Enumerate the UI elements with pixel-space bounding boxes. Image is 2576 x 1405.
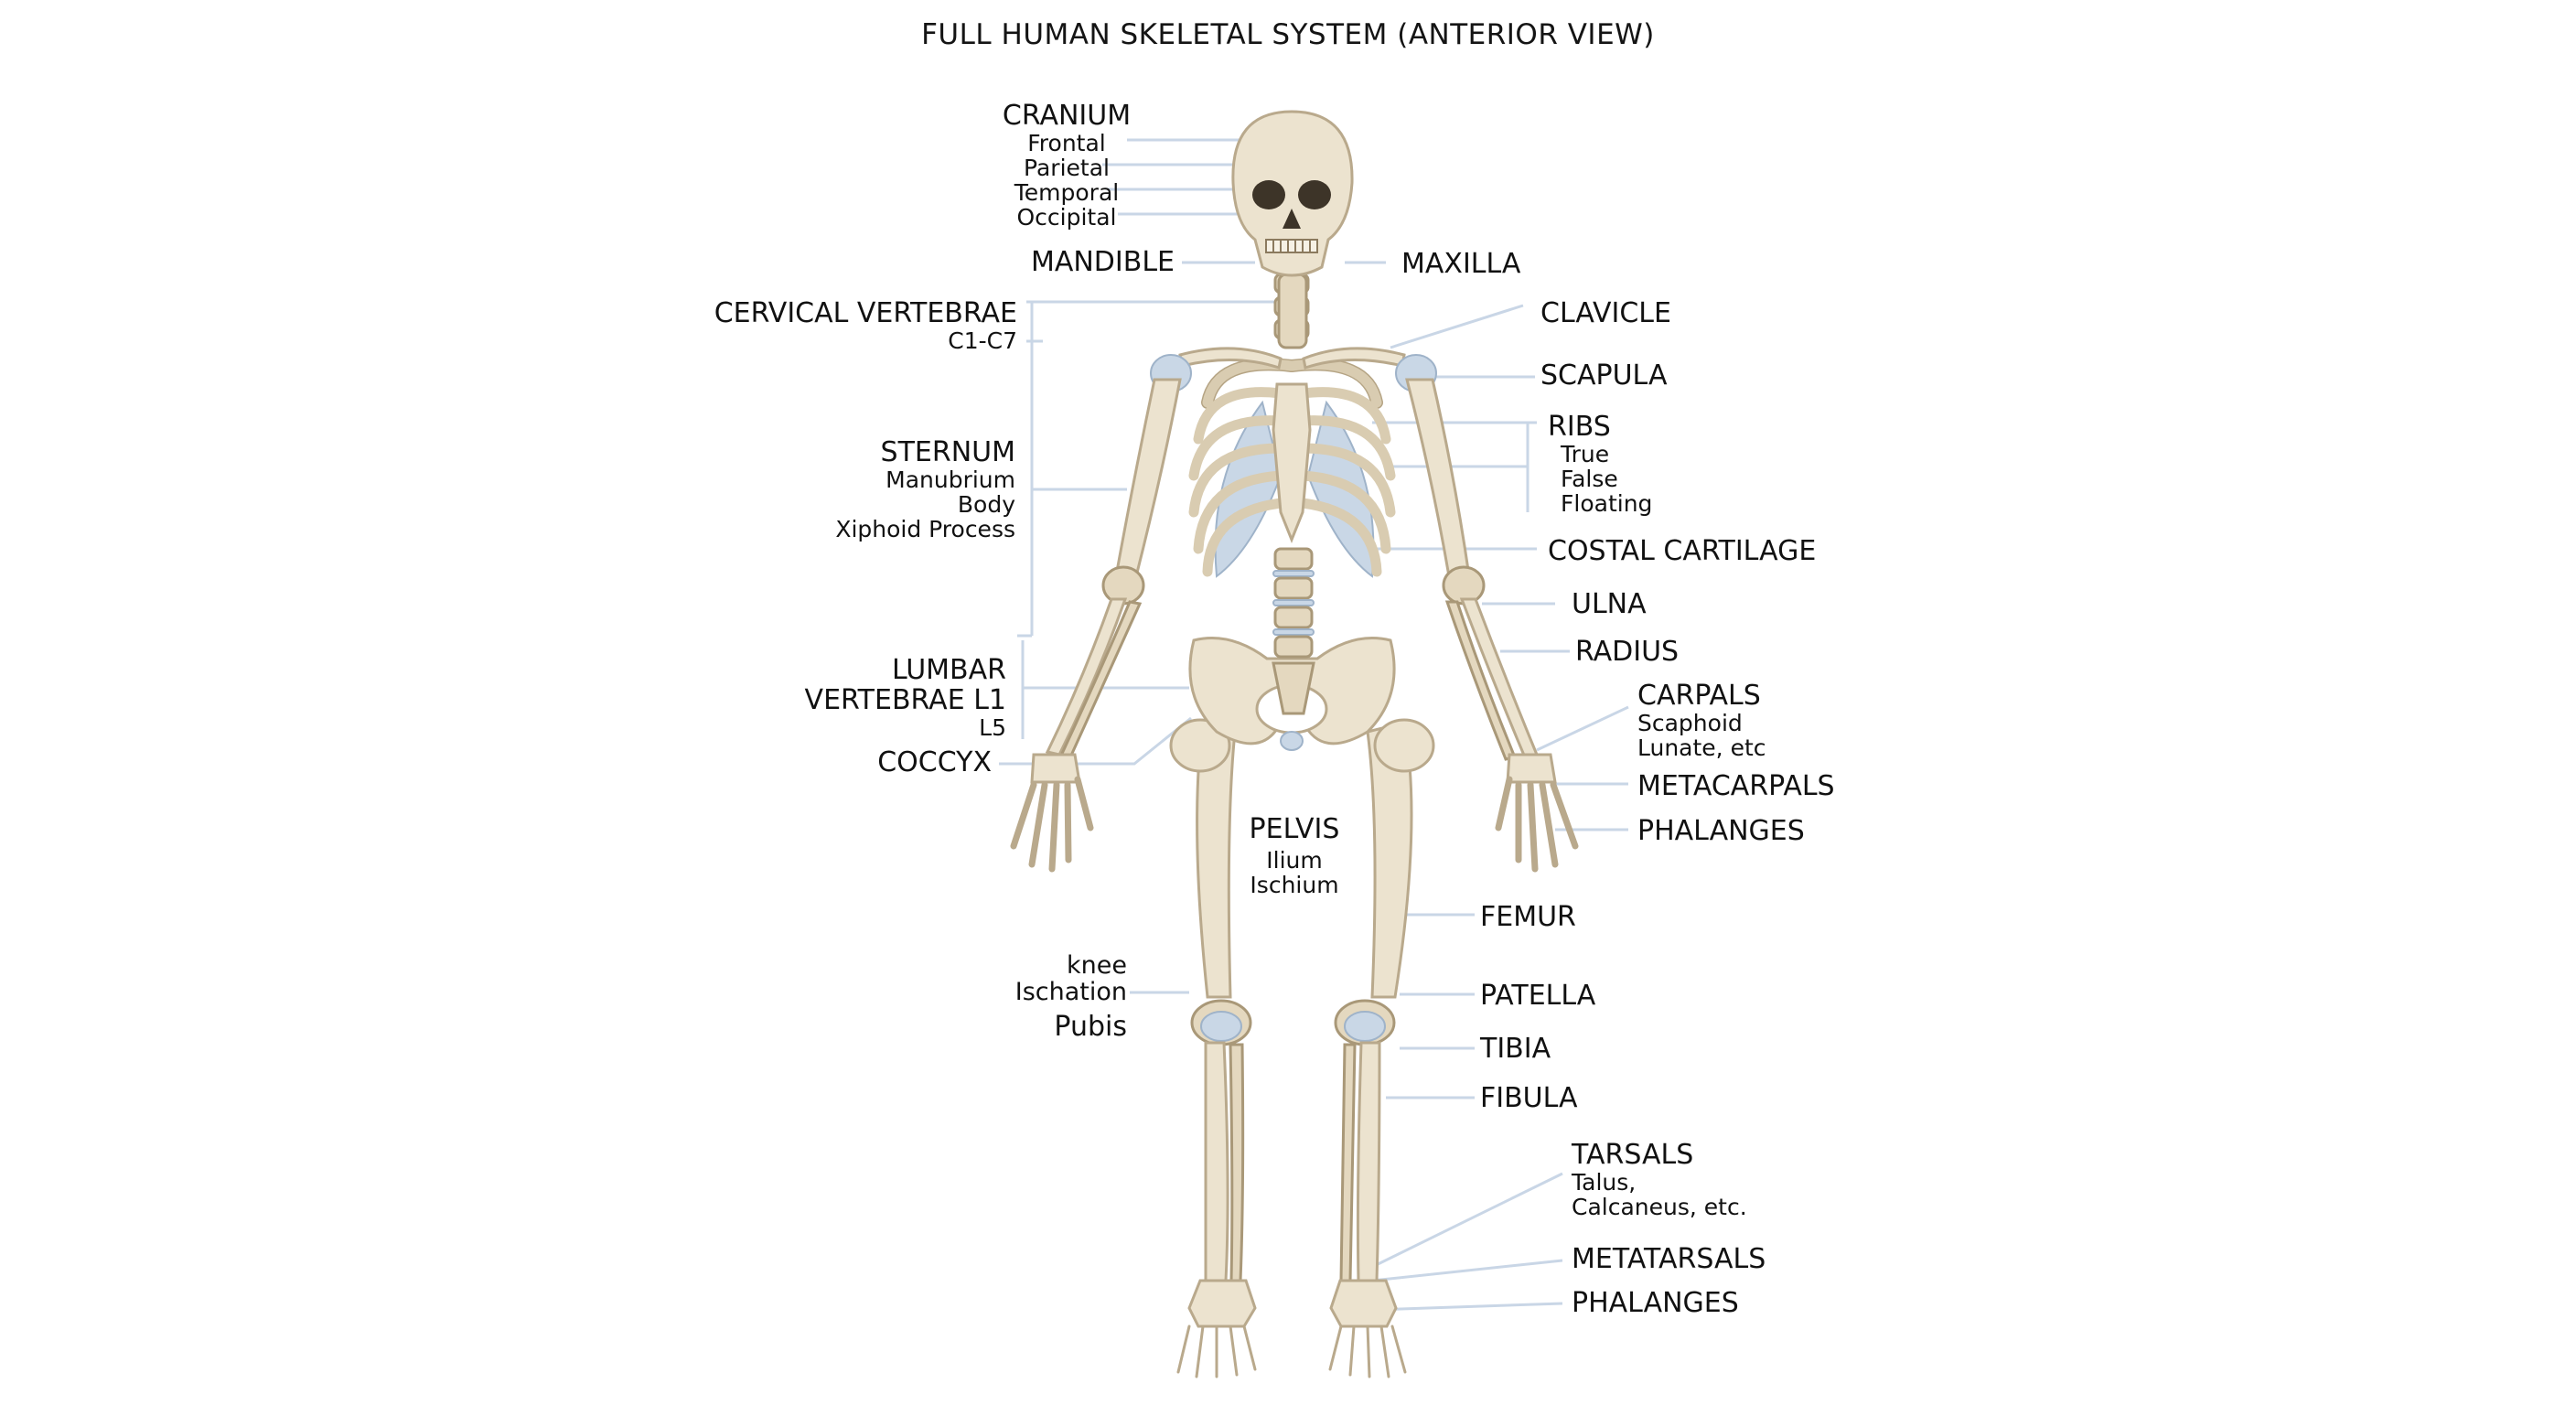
- mandible-title: MANDIBLE: [1030, 246, 1175, 278]
- ribcage: [1188, 358, 1396, 578]
- tarsals-title: TARSALS: [1572, 1139, 1694, 1171]
- metatarsals-title: METATARSALS: [1572, 1243, 1766, 1275]
- carpals-title: CARPALS: [1637, 680, 1761, 712]
- label-ulna: ULNA: [1572, 591, 1647, 618]
- skull: [1231, 110, 1354, 277]
- costal-title: COSTAL CARTILAGE: [1548, 535, 1817, 567]
- cervical-sub: C1-C7: [948, 327, 1017, 354]
- lumbar-line1: LUMBAR: [891, 654, 1006, 686]
- phalanges-hand-title: PHALANGES: [1637, 815, 1805, 847]
- label-tarsals: TARSALS Talus, Calcaneus, etc.: [1572, 1139, 1747, 1220]
- patella-title: PATELLA: [1480, 980, 1596, 1012]
- ribs-sub-false: False: [1561, 466, 1618, 492]
- clavicle-title: CLAVICLE: [1540, 297, 1671, 329]
- lumbar-line3: L5: [979, 714, 1006, 741]
- label-fibula: FIBULA: [1480, 1085, 1578, 1112]
- cranium-sub-temporal: Temporal: [1014, 179, 1120, 206]
- sternum-sub-xiphoid: Xiphoid Process: [835, 516, 1015, 542]
- sternum-sub-body: Body: [957, 491, 1015, 518]
- leader-lines: [999, 138, 1629, 1312]
- label-knee: knee Ischation Pubis: [1015, 951, 1127, 1041]
- label-phalanges-foot: PHALANGES: [1572, 1290, 1739, 1317]
- cranium-sub-occipital: Occipital: [1016, 204, 1117, 231]
- label-ribs: RIBS True False Floating: [1548, 411, 1653, 517]
- pelvis-sub-ilium: Ilium: [1266, 847, 1323, 874]
- tibia-title: TIBIA: [1480, 1033, 1551, 1065]
- label-lumbar-vertebrae: LUMBAR VERTEBRAE L1 L5: [804, 654, 1006, 741]
- label-patella: PATELLA: [1480, 982, 1595, 1010]
- label-scapula: SCAPULA: [1540, 362, 1668, 390]
- carpals-sub-lunate: Lunate, etc: [1637, 735, 1766, 761]
- label-cervical-vertebrae: CERVICAL VERTEBRAE C1-C7: [714, 297, 1017, 354]
- label-metatarsals: METATARSALS: [1572, 1246, 1766, 1273]
- label-mandible: MANDIBLE: [1031, 249, 1175, 276]
- cranium-sub-parietal: Parietal: [1024, 155, 1110, 181]
- cranium-sub-frontal: Frontal: [1027, 130, 1106, 156]
- skeleton: [1010, 110, 1579, 1378]
- fibula-title: FIBULA: [1480, 1082, 1578, 1114]
- knee-main: Pubis: [1054, 1011, 1127, 1043]
- label-cranium: CRANIUM Frontal Parietal Temporal Occipi…: [988, 100, 1145, 231]
- carpals-sub-scaphoid: Scaphoid: [1637, 710, 1743, 736]
- tarsals-sub-calcaneus: Calcaneus, etc.: [1572, 1194, 1747, 1220]
- label-tibia: TIBIA: [1480, 1035, 1551, 1063]
- ulna-title: ULNA: [1572, 588, 1647, 620]
- radius-title: RADIUS: [1575, 636, 1680, 668]
- ribs-sub-floating: Floating: [1561, 490, 1653, 517]
- maxilla-title: MAXILLA: [1401, 248, 1521, 280]
- label-maxilla: MAXILLA: [1401, 251, 1520, 278]
- scapula-title: SCAPULA: [1540, 359, 1668, 391]
- sternum-title: STERNUM: [880, 436, 1015, 468]
- ribs-title: RIBS: [1548, 411, 1611, 443]
- pelvis-title: PELVIS: [1249, 813, 1340, 845]
- label-metacarpals: METACARPALS: [1637, 773, 1835, 800]
- label-clavicle: CLAVICLE: [1540, 300, 1671, 327]
- label-pelvis: PELVIS Ilium Ischium: [1226, 813, 1363, 898]
- cranium-title: CRANIUM: [1002, 100, 1132, 132]
- ribs-sub-true: True: [1561, 441, 1610, 467]
- label-radius: RADIUS: [1575, 638, 1679, 666]
- diagram-title: FULL HUMAN SKELETAL SYSTEM (ANTERIOR VIE…: [921, 18, 1655, 51]
- phalanges-foot-title: PHALANGES: [1572, 1287, 1739, 1319]
- tarsals-sub-talus: Talus,: [1572, 1169, 1637, 1196]
- label-carpals: CARPALS Scaphoid Lunate, etc: [1637, 680, 1766, 761]
- label-coccyx: COCCYX: [877, 749, 992, 777]
- label-sternum: STERNUM Manubrium Body Xiphoid Process: [835, 436, 1015, 542]
- label-phalanges-hand: PHALANGES: [1637, 818, 1805, 845]
- femur-title: FEMUR: [1480, 901, 1576, 933]
- sternum-sub-manubrium: Manubrium: [886, 467, 1015, 493]
- knee-line1: knee: [1067, 951, 1127, 980]
- metacarpals-title: METACARPALS: [1637, 770, 1835, 802]
- knee-line2: Ischation: [1014, 978, 1127, 1006]
- pelvis-sub-ischium: Ischium: [1250, 872, 1339, 898]
- cervical-title: CERVICAL VERTEBRAE: [714, 297, 1017, 329]
- coccyx-title: COCCYX: [877, 746, 992, 778]
- lumbar-line2: VERTEBRAE L1: [804, 684, 1006, 716]
- label-costal-cartilage: COSTAL CARTILAGE: [1548, 538, 1816, 565]
- label-femur: FEMUR: [1480, 904, 1576, 931]
